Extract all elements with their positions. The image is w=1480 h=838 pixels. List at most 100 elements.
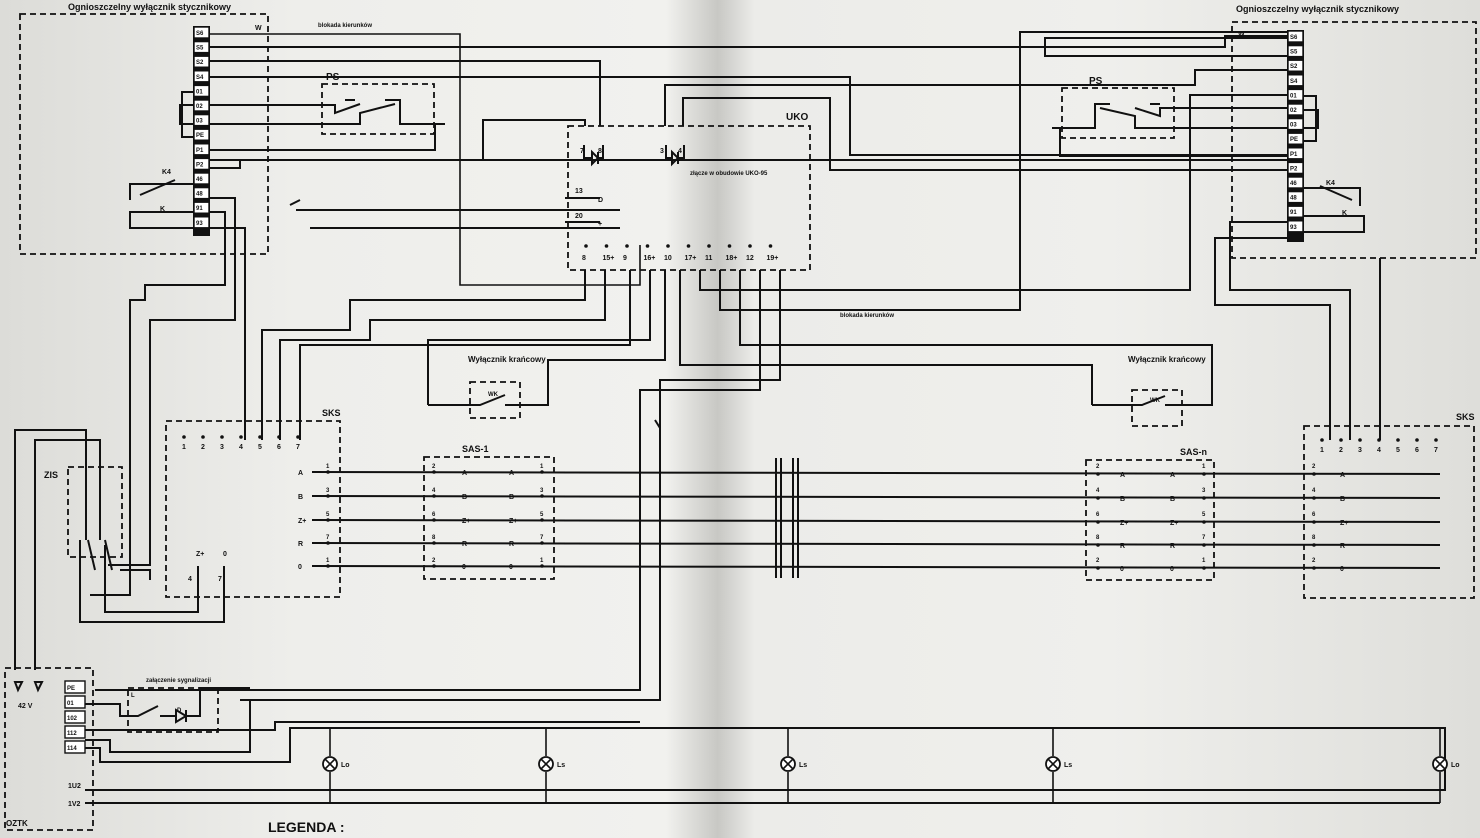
bus-dot <box>1202 472 1206 476</box>
oztk-terminal-label: 102 <box>67 716 78 722</box>
sks-left-num: 2 <box>201 444 205 451</box>
sasn-letter-out: R <box>1170 543 1175 550</box>
bus-dot <box>1202 566 1206 570</box>
right-terminal-label: 91 <box>1290 210 1297 216</box>
sks-right-dot <box>1396 438 1400 442</box>
bus-num: 8 <box>1312 535 1316 541</box>
bus-num: 5 <box>540 512 544 518</box>
sks-left-four: 4 <box>188 576 192 583</box>
limit-right-box <box>1131 389 1183 427</box>
sks-right-num: 6 <box>1415 447 1419 454</box>
sasn-letter-in: A <box>1120 472 1125 479</box>
bus-num: 1 <box>326 464 330 470</box>
bus-break-marks <box>775 458 799 578</box>
sks-left-dot <box>182 435 186 439</box>
sas1-letter-in: R <box>462 541 467 548</box>
left-terminal-label: P2 <box>196 162 204 168</box>
sks-left-num: 1 <box>182 444 186 451</box>
sasn-letter-out: B <box>1170 496 1175 503</box>
sks-left-dot <box>277 435 281 439</box>
ps-left-wiring <box>210 99 445 151</box>
right-terminal <box>1287 220 1304 233</box>
right-terminal <box>1287 205 1304 218</box>
bus-num: 3 <box>326 488 330 494</box>
sks-left-num: 3 <box>220 444 224 451</box>
oztk-1u2: 1U2 <box>68 783 81 790</box>
sks-right-letter: A <box>1340 472 1345 479</box>
right-terminal <box>1287 44 1304 58</box>
wire-right-91 <box>1229 221 1351 440</box>
zis-label: ZIS <box>44 470 58 480</box>
bus-num: 3 <box>540 488 544 494</box>
right-terminal-label: 02 <box>1290 108 1297 114</box>
wire-oztk-signal-2 <box>240 270 781 701</box>
wire-oztk-signal <box>95 270 761 691</box>
right-terminal <box>1287 147 1304 160</box>
uko-bottom-label: 17+ <box>685 255 697 262</box>
bus-dot <box>432 518 436 522</box>
wire-s6-left <box>210 33 641 286</box>
bus-dot <box>540 494 544 498</box>
left-terminal <box>193 128 210 141</box>
left-terminal <box>193 143 210 156</box>
sks-left-label: SKS <box>322 408 341 418</box>
sks-right-num: 4 <box>1377 447 1381 454</box>
bus-num: 5 <box>1202 512 1206 518</box>
sks-right-letter: Z+ <box>1340 520 1348 527</box>
right-terminal-label: 03 <box>1290 123 1297 129</box>
bus-num: 3 <box>1202 488 1206 494</box>
right-terminal <box>1287 30 1304 43</box>
sas1-letter-out: B <box>509 494 514 501</box>
uko-bottom-dot <box>604 244 609 248</box>
uko-bottom-label: 8 <box>582 255 586 262</box>
sasn-letter-in: B <box>1120 496 1125 503</box>
wire-48 <box>108 197 236 566</box>
wire-uko-sks7 <box>299 270 631 440</box>
sas1-letter-in: 0 <box>462 564 466 571</box>
right-terminal <box>1287 161 1304 175</box>
uko-bottom-dot <box>686 244 691 248</box>
oztk-terminal <box>64 695 86 709</box>
oztk-arrows <box>13 681 44 693</box>
left-terminal <box>193 186 210 200</box>
bus-dot <box>326 564 330 568</box>
sas1-letter-out: A <box>509 470 514 477</box>
bus-num: 2 <box>432 558 436 564</box>
ps-right-box <box>1061 87 1175 139</box>
bus-num: 5 <box>326 512 330 518</box>
uko-diode-left <box>583 145 604 167</box>
limit-left-wk: WK <box>488 392 499 398</box>
uko-box <box>567 125 811 271</box>
right-terminal-label: S5 <box>1290 50 1298 56</box>
lamp-label: Lo <box>341 762 350 769</box>
bus-dot <box>432 564 436 568</box>
bus-num: 8 <box>1096 535 1100 541</box>
left-terminal <box>193 113 210 127</box>
bus-dot <box>432 494 436 498</box>
bus-num: 4 <box>432 488 436 494</box>
bus-num: 1 <box>540 464 544 470</box>
oztk-label: OZTK <box>6 819 28 828</box>
bus-num: 2 <box>1096 558 1100 564</box>
signal-box <box>127 687 219 733</box>
left-k4-contact <box>129 179 193 229</box>
right-terminal-label: S6 <box>1290 35 1298 41</box>
bus-dot <box>1096 543 1100 547</box>
wire-uko-sks4 <box>261 270 586 440</box>
lamp-label: Lo <box>1451 762 1460 769</box>
right-k4-label: K4 <box>1326 180 1335 187</box>
uko-label-plus: + <box>598 221 602 228</box>
uko-pin-4: 4 <box>678 148 682 155</box>
bus-num: 4 <box>1312 488 1316 494</box>
lamp-label: Ls <box>799 762 807 769</box>
bus-num: 7 <box>1202 535 1206 541</box>
bus-dot <box>326 494 330 498</box>
sasn-box <box>1085 459 1215 581</box>
signal-l: L <box>131 693 135 699</box>
oztk-terminal <box>64 710 86 724</box>
left-terminal-label: PE <box>196 133 204 139</box>
oztk-box <box>4 667 94 831</box>
wire-direction-lock <box>719 31 1287 311</box>
left-terminal <box>193 99 210 112</box>
